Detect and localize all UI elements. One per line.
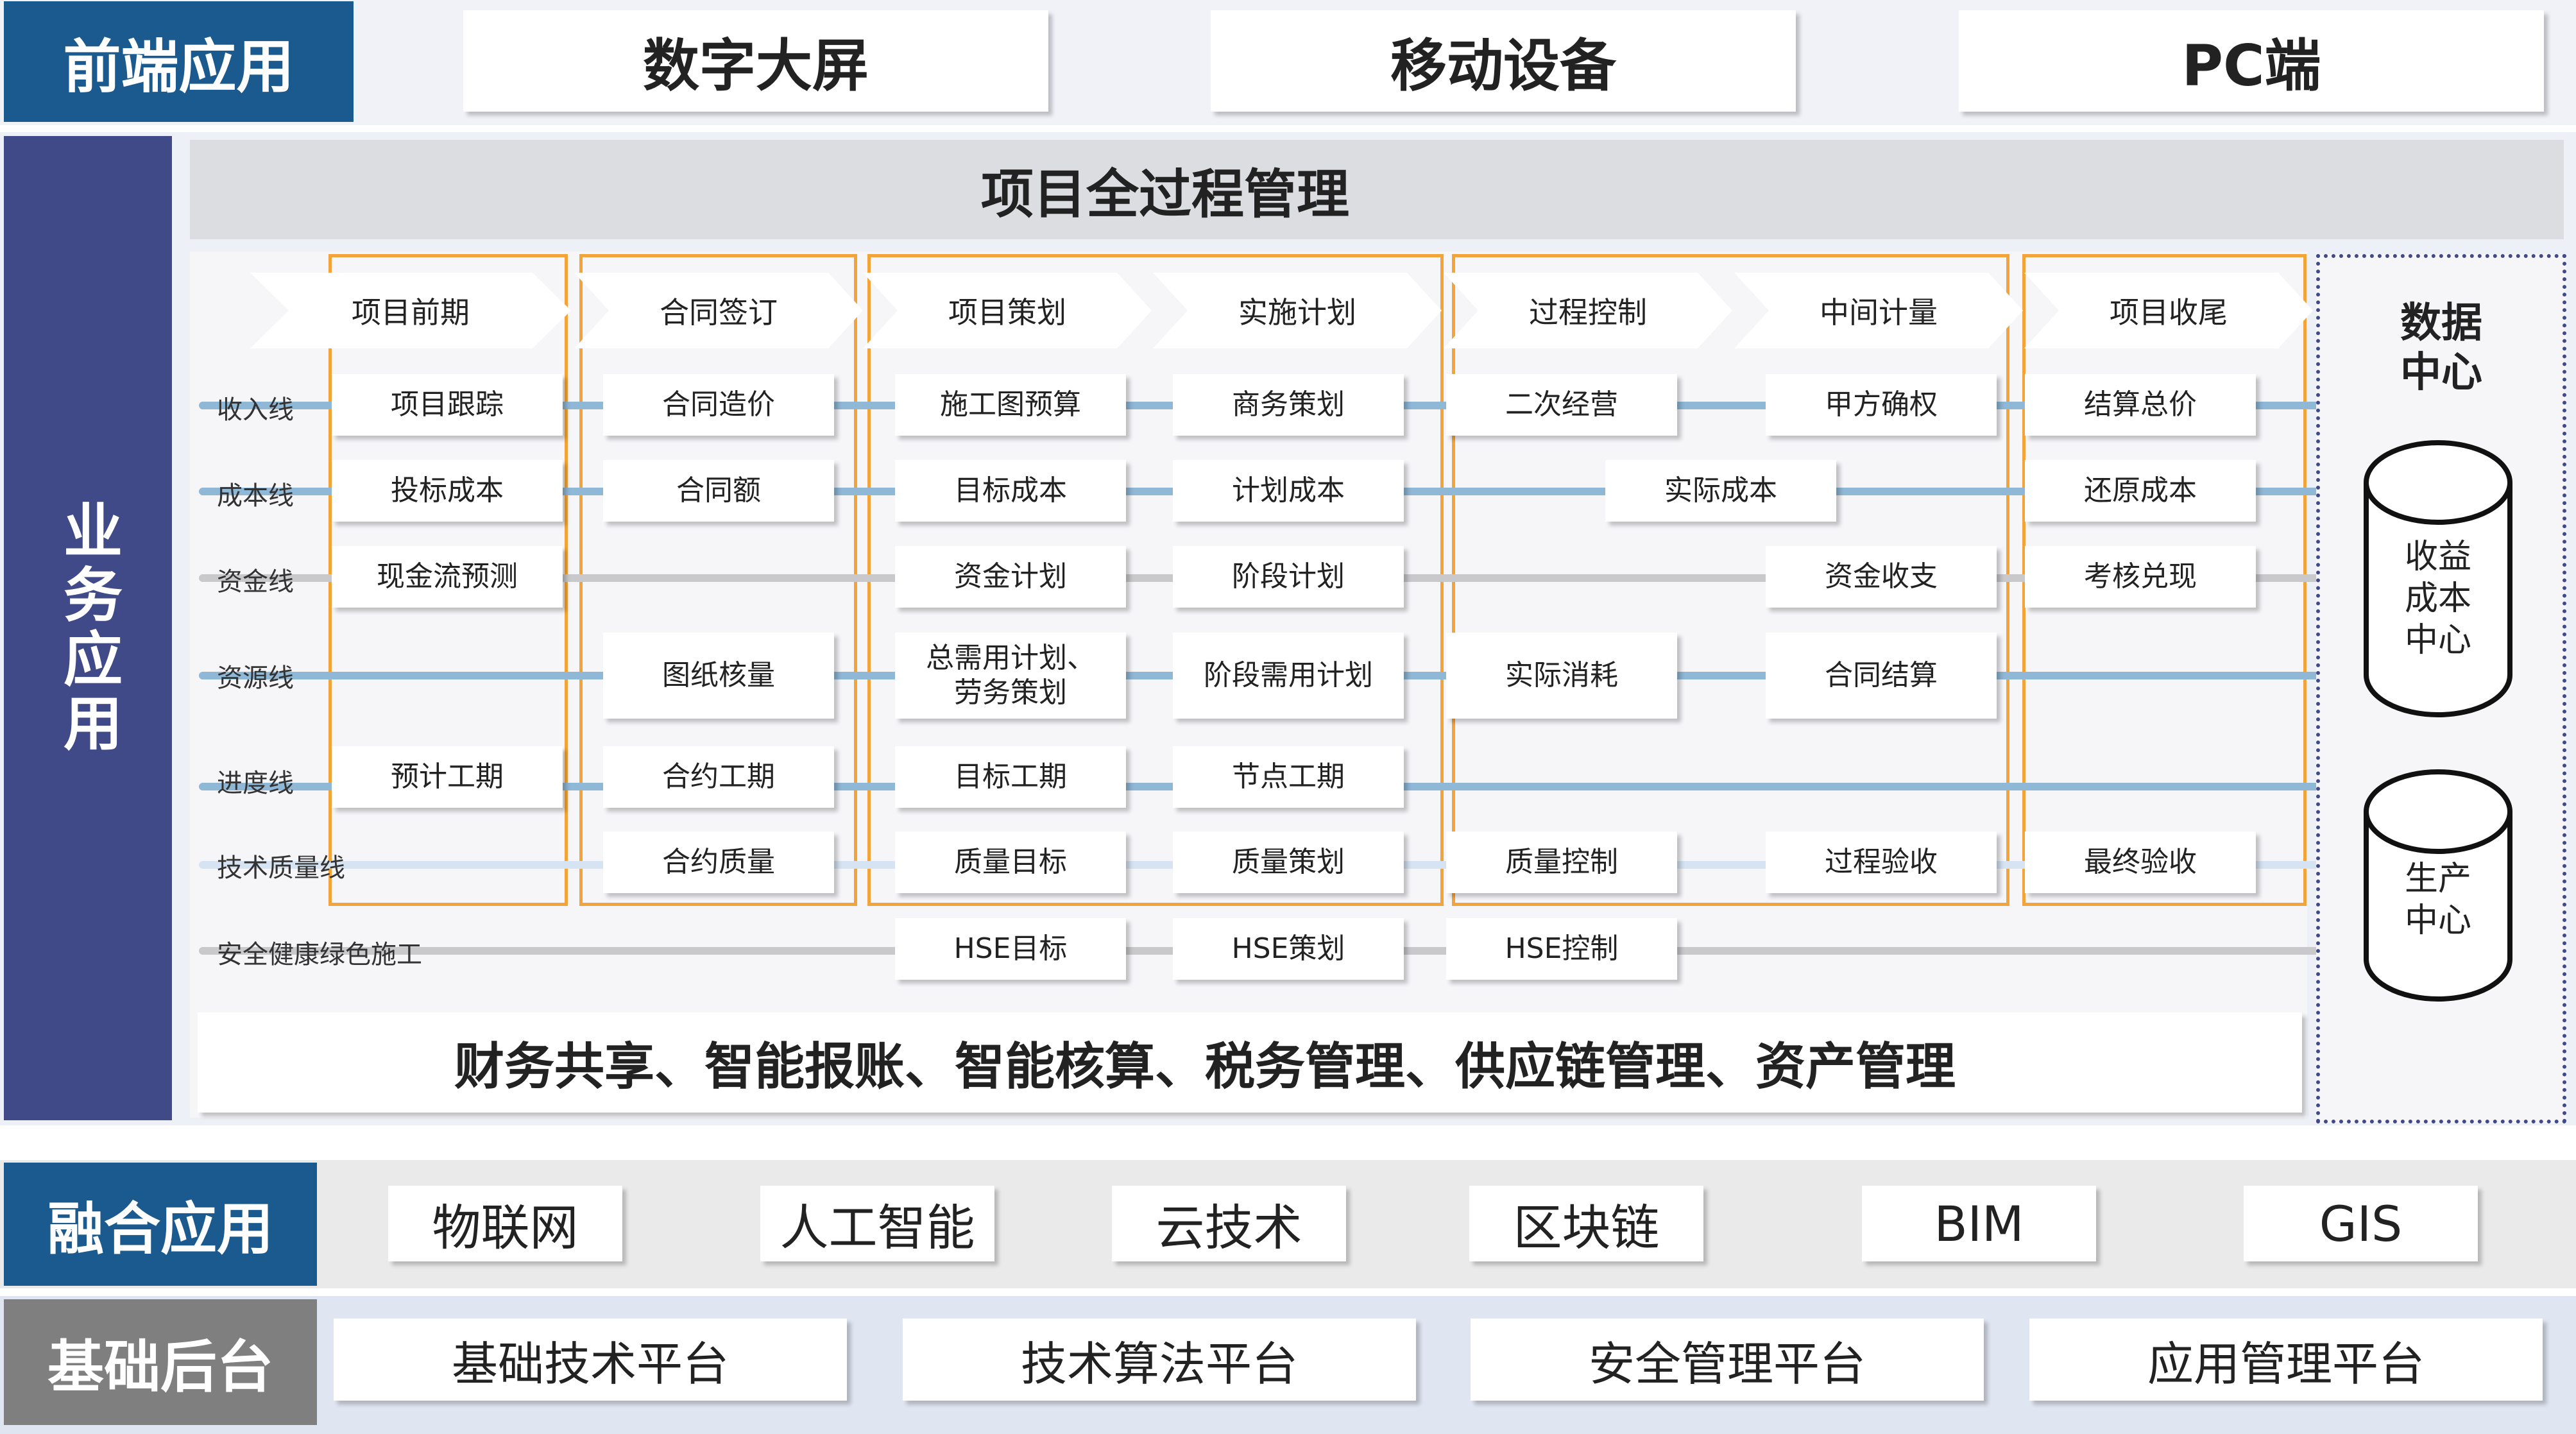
base-item-security-platform: 安全管理平台	[1471, 1319, 1984, 1401]
cell-cost-2: 合同额	[603, 460, 834, 522]
business-title-bar: 项目全过程管理	[190, 140, 2564, 239]
cell-schedule-3: 目标工期	[895, 746, 1126, 808]
phase-chevron-1: 项目前期	[250, 273, 571, 348]
phase-chevron-2: 合同签订	[574, 273, 863, 348]
line-label-schedule: 进度线	[217, 769, 294, 798]
base-item-algorithm-platform: 技术算法平台	[903, 1319, 1416, 1401]
cell-schedule-1: 预计工期	[332, 746, 563, 808]
cell-income-4: 商务策划	[1173, 374, 1404, 436]
fusion-item-bim: BIM	[1862, 1186, 2096, 1261]
cell-fund-5: 考核兑现	[2025, 546, 2256, 608]
cell-resource-1: 图纸核量	[603, 633, 834, 719]
data-center-title: 数据中心	[2400, 300, 2482, 397]
fusion-item-cloud: 云技术	[1112, 1186, 1346, 1261]
phase-chevron-3: 项目策划	[863, 273, 1152, 348]
cell-quality-3: 质量策划	[1173, 832, 1404, 893]
base-label: 基础后台	[4, 1299, 317, 1425]
cylinder-revenue-cost-label: 收益成本中心	[2404, 538, 2471, 660]
fusion-item-iot: 物联网	[388, 1186, 622, 1261]
cell-schedule-2: 合约工期	[603, 746, 834, 808]
cell-quality-6: 最终验收	[2025, 832, 2256, 893]
cell-fund-2: 资金计划	[895, 546, 1126, 608]
cell-cost-4: 计划成本	[1173, 460, 1404, 522]
fusion-item-ai: 人工智能	[760, 1186, 994, 1261]
cell-income-1: 项目跟踪	[332, 374, 563, 436]
cell-income-6: 甲方确权	[1766, 374, 1997, 436]
frontend-label: 前端应用	[4, 1, 354, 122]
cell-resource-5: 合同结算	[1766, 633, 1997, 719]
base-item-app-platform: 应用管理平台	[2029, 1319, 2543, 1401]
fusion-item-gis: GIS	[2244, 1186, 2478, 1261]
line-label-resource: 资源线	[217, 663, 294, 693]
frontend-item-big-screen: 数字大屏	[463, 10, 1048, 112]
cell-fund-3: 阶段计划	[1173, 546, 1404, 608]
cell-cost-6: 还原成本	[2025, 460, 2256, 522]
line-label-cost: 成本线	[217, 481, 294, 511]
phase-chevron-7: 项目收尾	[2024, 273, 2313, 348]
cell-resource-3: 阶段需用计划	[1173, 633, 1404, 719]
cell-cost-1: 投标成本	[332, 460, 563, 522]
cell-quality-4: 质量控制	[1446, 832, 1677, 893]
phase-chevron-4: 实施计划	[1153, 273, 1442, 348]
cell-income-2: 合同造价	[603, 374, 834, 436]
cell-quality-1: 合约质量	[603, 832, 834, 893]
line-label-quality: 技术质量线	[217, 853, 345, 883]
fusion-label: 融合应用	[4, 1163, 317, 1286]
cell-cost-3: 目标成本	[895, 460, 1126, 522]
cell-fund-1: 现金流预测	[332, 546, 563, 608]
cell-resource-4: 实际消耗	[1446, 633, 1677, 719]
line-label-hse: 安全健康绿色施工	[217, 940, 422, 969]
business-label: 业务应用	[4, 136, 172, 1120]
cell-hse-2: HSE策划	[1173, 918, 1404, 980]
cell-income-7: 结算总价	[2025, 374, 2256, 436]
cell-quality-5: 过程验收	[1766, 832, 1997, 893]
phase-chevron-6: 中间计量	[1734, 273, 2023, 348]
base-item-tech-platform: 基础技术平台	[334, 1319, 847, 1401]
line-label-income: 收入线	[217, 395, 294, 425]
cell-hse-3: HSE控制	[1446, 918, 1677, 980]
finance-services-bar: 财务共享、智能报账、智能核算、税务管理、供应链管理、资产管理	[198, 1012, 2302, 1113]
cylinder-production-label: 生产中心	[2404, 860, 2471, 940]
business-title: 项目全过程管理	[980, 164, 1349, 225]
frontend-item-mobile: 移动设备	[1211, 10, 1796, 112]
cell-cost-5: 实际成本	[1605, 460, 1836, 522]
line-label-fund: 资金线	[217, 567, 294, 597]
cell-quality-2: 质量目标	[895, 832, 1126, 893]
business-label-text: 业务应用	[53, 500, 123, 756]
phase-chevron-5: 过程控制	[1444, 273, 1732, 348]
cell-income-5: 二次经营	[1446, 374, 1677, 436]
cylinder-production	[2364, 769, 2512, 1002]
frontend-item-pc: PC端	[1959, 10, 2544, 112]
fusion-item-blockchain: 区块链	[1469, 1186, 1703, 1261]
cell-hse-1: HSE目标	[895, 918, 1126, 980]
cell-schedule-4: 节点工期	[1173, 746, 1404, 808]
cell-fund-4: 资金收支	[1766, 546, 1997, 608]
cell-resource-2: 总需用计划、劳务策划	[895, 633, 1126, 719]
cylinder-revenue-cost	[2364, 440, 2512, 717]
cell-income-3: 施工图预算	[895, 374, 1126, 436]
